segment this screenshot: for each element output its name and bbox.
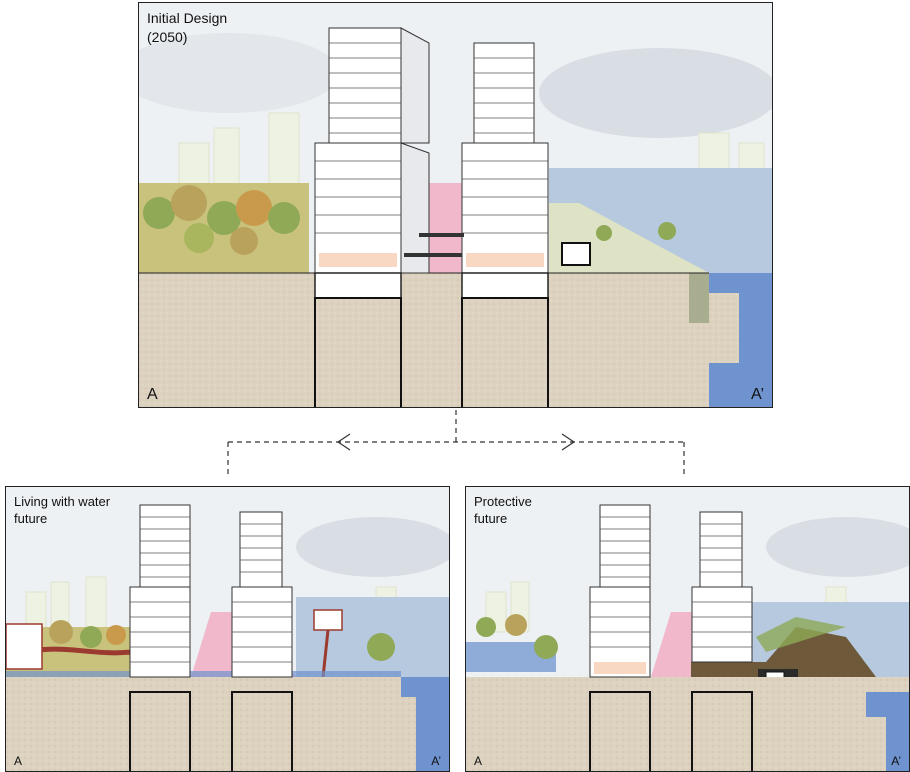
tower-left [129, 504, 191, 771]
tree [596, 225, 612, 241]
tower-left [314, 27, 430, 407]
initial-section-drawing [139, 3, 772, 407]
cloud [766, 517, 909, 577]
initial-design-panel: Initial Design (2050) A A’ [138, 2, 773, 408]
protective-future-panel: Protective future A A’ [465, 486, 910, 772]
cloud [296, 517, 449, 577]
water-body [401, 677, 449, 771]
dike [691, 627, 876, 692]
dike-greenery [756, 617, 846, 652]
arrow-right-icon [561, 433, 576, 451]
embankment [689, 273, 709, 323]
water-level [6, 671, 401, 677]
protective-section-drawing [466, 487, 909, 771]
water-body [709, 273, 772, 407]
section-label-a-prime: A’ [431, 754, 441, 768]
background-buildings [178, 112, 765, 194]
trees [476, 614, 558, 659]
pavilion [6, 623, 43, 670]
tower-right [231, 511, 293, 771]
cloud [139, 33, 339, 113]
skybridge [404, 253, 462, 257]
soil [6, 677, 449, 771]
tower-right [691, 511, 753, 771]
section-label-a-prime: A’ [891, 754, 901, 768]
soil [139, 273, 772, 407]
skybridge [419, 233, 464, 237]
living-with-water-panel: Living with water future A A’ [5, 486, 450, 772]
living-section-drawing [6, 487, 449, 771]
cloud [539, 48, 772, 138]
tree [658, 222, 676, 240]
panel-title: Initial Design (2050) [147, 10, 228, 45]
soil [466, 677, 909, 771]
panel-title: Living with water future [14, 494, 111, 526]
panel-title: Protective future [474, 494, 532, 526]
section-label-a: A [14, 754, 23, 768]
section-label-a: A [474, 754, 483, 768]
section-label-a-prime: A’ [750, 386, 764, 403]
tower-right [461, 42, 549, 407]
bus [561, 242, 591, 266]
pavilion [313, 609, 343, 631]
forest [139, 183, 309, 273]
section-label-a: A [147, 386, 158, 403]
water-body [866, 692, 909, 771]
tower-left [589, 504, 651, 771]
arrow-left-icon [336, 433, 351, 451]
